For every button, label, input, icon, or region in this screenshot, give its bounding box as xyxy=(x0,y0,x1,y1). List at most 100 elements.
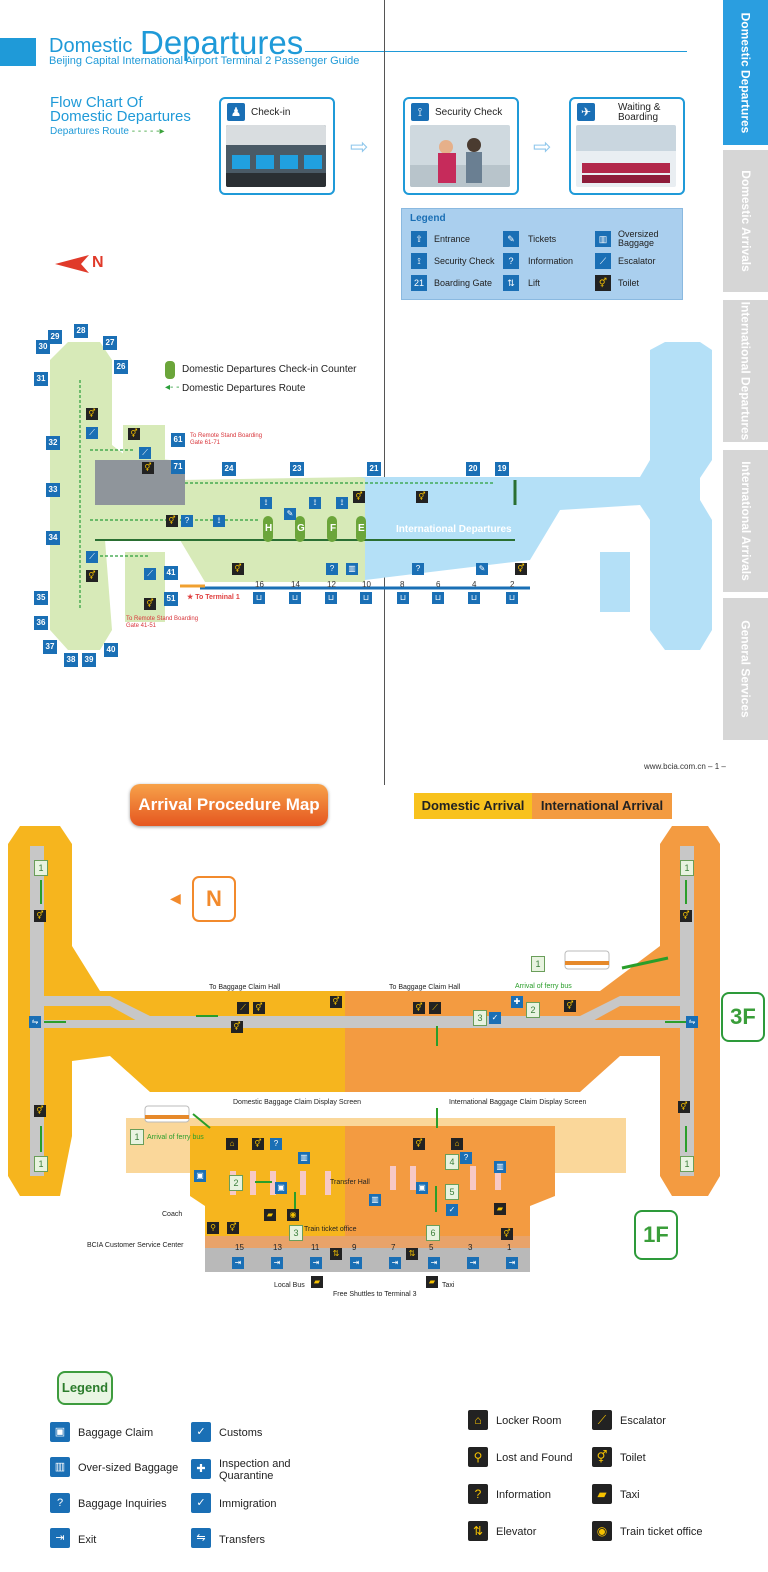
baggage-inquiries-icon: ? xyxy=(270,1138,282,1150)
escalator-icon: ⟋ xyxy=(86,551,98,563)
gate-number: 10 xyxy=(362,580,371,589)
bus-icon: ▰ xyxy=(264,1209,276,1221)
entrance-icon: ⇧ xyxy=(411,231,427,247)
step-number: 1 xyxy=(130,1129,144,1145)
exit-icon: ⇥ xyxy=(271,1257,283,1269)
taxi-icon: ▰ xyxy=(592,1484,612,1504)
security-icon: ⟟ xyxy=(411,103,429,121)
tab-domestic-departures[interactable]: Domestic Departures xyxy=(723,0,768,145)
bus-icon: ▰ xyxy=(311,1276,323,1288)
tab-general-services[interactable]: General Services xyxy=(723,598,768,740)
exit-icon: ⇥ xyxy=(50,1528,70,1548)
exit-icon: ⇥ xyxy=(428,1257,440,1269)
exit-number: 7 xyxy=(391,1243,396,1252)
exit-icon: ⇥ xyxy=(506,1257,518,1269)
shuttles-label: Free Shuttles to Terminal 3 xyxy=(333,1291,417,1298)
toilet-icon: ⚥ xyxy=(501,1228,513,1240)
taxi-icon: ▰ xyxy=(494,1203,506,1215)
legend-label: Transfers xyxy=(219,1534,266,1546)
legend-label: Lift xyxy=(528,278,541,288)
step-number: 5 xyxy=(445,1184,459,1200)
toilet-icon: ⚥ xyxy=(128,428,140,440)
boarding-photo xyxy=(576,125,676,187)
information-icon: ? xyxy=(412,563,424,575)
escalator-icon: ⟋ xyxy=(144,568,156,580)
exit-number: 3 xyxy=(468,1243,473,1252)
counter-label: G xyxy=(297,523,305,534)
escalator-icon: ⟋ xyxy=(139,447,151,459)
departures-route-label: Departures Route xyxy=(50,126,129,137)
gate-badge: 33 xyxy=(46,483,60,497)
train-ticket-label: Train ticket office xyxy=(304,1226,357,1233)
international-arrival-tag: International Arrival xyxy=(532,793,672,819)
exit-icon: ⇥ xyxy=(389,1257,401,1269)
gate-badge: 37 xyxy=(43,640,57,654)
flow-step-label: Security Check xyxy=(435,107,503,118)
toilet-icon: ⚥ xyxy=(253,1002,265,1014)
exit-number: 9 xyxy=(352,1243,357,1252)
to-baggage-hall-label: To Baggage Claim Hall xyxy=(209,984,281,991)
tab-international-arrivals[interactable]: International Arrivals xyxy=(723,450,768,592)
oversized-baggage-icon: ▥ xyxy=(298,1152,310,1164)
transfers-icon: ⇋ xyxy=(686,1016,698,1028)
legend-label: Baggage Inquiries xyxy=(78,1498,167,1510)
transfer-hall-label: Transfer Hall xyxy=(330,1179,370,1186)
gate-badge: 30 xyxy=(36,340,50,354)
domestic-arrival-tag: Domestic Arrival xyxy=(414,793,532,819)
baggage-claim-icon: ▣ xyxy=(50,1422,70,1442)
gate-badge: 24 xyxy=(222,462,236,476)
flow-step-security: ⟟ Security Check xyxy=(403,97,519,195)
exit-icon: ⇥ xyxy=(232,1257,244,1269)
gate-badge: 38 xyxy=(64,653,78,667)
bridge-icon: ⊔ xyxy=(289,592,301,604)
legend-label: Train ticket office xyxy=(620,1526,703,1538)
step-number: 3 xyxy=(473,1010,487,1026)
locker-icon: ⌂ xyxy=(226,1138,238,1150)
gate-badge: 29 xyxy=(48,330,62,344)
gate-badge: 19 xyxy=(495,462,509,476)
oversized-baggage-icon: ▥ xyxy=(50,1457,70,1477)
oversized-baggage-icon: ▥ xyxy=(494,1161,506,1173)
gate-badge: 41 xyxy=(164,566,178,580)
step-number: 1 xyxy=(531,956,545,972)
north-arrow-icon: N xyxy=(192,876,236,922)
toilet-icon: ⚥ xyxy=(144,598,156,610)
toilet-icon: ⚥ xyxy=(232,563,244,575)
toilet-icon: ⚥ xyxy=(142,462,154,474)
departures-route-key: Departures Route - - - - -▸ xyxy=(50,126,165,137)
immigration-icon: ✓ xyxy=(191,1493,211,1513)
baggage-claim-icon: ▣ xyxy=(194,1170,206,1182)
information-icon: ? xyxy=(468,1484,488,1504)
tickets-icon: ✎ xyxy=(503,231,519,247)
taxi-label: Taxi xyxy=(442,1282,455,1289)
bridge-icon: ⊔ xyxy=(397,592,409,604)
step-number: 1 xyxy=(34,860,48,876)
legend-label: Escalator xyxy=(620,1415,666,1427)
escalator-icon: ⟋ xyxy=(429,1002,441,1014)
north-label: N xyxy=(92,254,104,271)
information-icon: ? xyxy=(181,515,193,527)
gate-badge: 26 xyxy=(114,360,128,374)
tab-international-departures[interactable]: International Departures xyxy=(723,300,768,442)
toilet-icon: ⚥ xyxy=(227,1222,239,1234)
toilet-icon: ⚥ xyxy=(680,910,692,922)
step-number: 1 xyxy=(34,1156,48,1172)
legend-label: Escalator xyxy=(618,256,656,266)
legend-label: Taxi xyxy=(620,1489,640,1501)
gate-number: 8 xyxy=(400,580,405,589)
toilet-icon: ⚥ xyxy=(678,1101,690,1113)
gate-number: 6 xyxy=(436,580,441,589)
gate-badge: 21 xyxy=(367,462,381,476)
tab-domestic-arrivals[interactable]: Domestic Arrivals xyxy=(723,150,768,292)
step-number: 4 xyxy=(445,1154,459,1170)
security-icon: ⟟ xyxy=(213,515,225,527)
legend-label: Immigration xyxy=(219,1498,277,1510)
page-footer: www.bcia.com.cn – 1 – xyxy=(644,762,726,771)
legend-label: Elevator xyxy=(496,1526,537,1538)
flow-arrow-icon: ⇨ xyxy=(350,134,369,159)
gate-badge: 35 xyxy=(34,591,48,605)
ferry-bus-label: Arrival of ferry bus xyxy=(515,983,572,990)
immigration-icon: ✓ xyxy=(489,1012,501,1024)
legend-label: Tickets xyxy=(528,234,557,244)
